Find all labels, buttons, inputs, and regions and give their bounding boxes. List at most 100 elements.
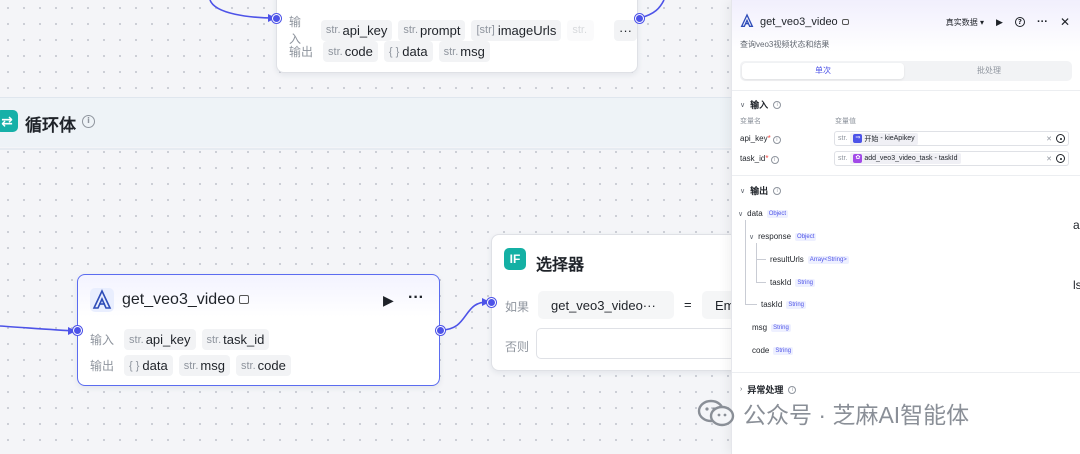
input-label: 输入 (90, 333, 115, 347)
condition-operator[interactable]: = (684, 297, 692, 312)
tree-line (756, 243, 757, 283)
input-port[interactable] (73, 326, 82, 335)
node-title: 选择器 (536, 257, 585, 274)
edge-text: ls (1073, 278, 1080, 292)
clear-icon[interactable]: ✕ (1046, 155, 1052, 163)
info-icon[interactable]: i (82, 115, 95, 128)
start-node-icon: ⇒ (853, 134, 863, 143)
output-label: 输出 (90, 359, 115, 373)
divider (732, 175, 1080, 176)
var-name: task_id* i (740, 154, 779, 164)
input-tag: str.prompt (398, 19, 466, 41)
more-icon[interactable]: ··· (1036, 16, 1048, 28)
edge-text: a (1073, 218, 1080, 232)
wechat-icon (697, 399, 735, 427)
tab-batch[interactable]: 批处理 (977, 66, 1001, 75)
info-icon[interactable]: i (772, 136, 781, 144)
input-tag: str.task_id (201, 329, 270, 350)
input-port[interactable] (272, 14, 281, 23)
tab-single[interactable]: 单次 (742, 63, 904, 79)
input-label: 输入 (289, 15, 302, 46)
more-inputs-button[interactable]: ··· (614, 19, 637, 41)
chevron-right-icon: › (740, 386, 743, 393)
panel-title: get_veo3_video (760, 16, 849, 28)
condition-left-input[interactable]: get_veo3_video··· (538, 291, 674, 319)
col-var-name: 变量名 (740, 118, 761, 125)
clear-icon[interactable]: ✕ (1046, 135, 1052, 143)
input-tag: str.api_key (124, 329, 196, 350)
top-node[interactable]: 输入 str.api_key str.prompt [str]imageUrls… (276, 0, 638, 73)
output-tag: { }data (124, 355, 173, 376)
plugin-logo-icon (90, 288, 114, 312)
chevron-down-icon: ∨ (749, 233, 755, 241)
tree-line (745, 304, 757, 305)
output-port[interactable] (436, 326, 445, 335)
info-icon[interactable]: i (770, 156, 779, 164)
input-tag: str.api_key (320, 19, 393, 41)
panel-subtitle: 查询veo3视频状态和结果 (740, 40, 830, 49)
tree-line (756, 259, 766, 260)
var-value-input[interactable]: str. ⇒开始 - kieApikey ✕ (834, 131, 1069, 146)
plugin-logo-icon (740, 13, 754, 27)
tree-line (745, 220, 746, 305)
run-icon[interactable]: ▶ (996, 16, 1003, 27)
node-detail-panel[interactable]: get_veo3_video 查询veo3视频状态和结果 真实数据 ▾ ▶ ? … (731, 0, 1080, 454)
loop-icon: ⇄ (0, 110, 18, 132)
output-tag: { }data (383, 41, 433, 62)
if-label: 如果 (505, 300, 530, 314)
watermark-text: 公众号 · 芝麻AI智能体 (743, 402, 970, 428)
info-icon[interactable]: i (773, 186, 782, 195)
chevron-down-icon: ∨ (738, 210, 744, 218)
variable-chip[interactable]: ✿add_veo3_video_task - taskId (850, 153, 961, 164)
if-icon: IF (504, 248, 526, 270)
divider (732, 90, 1080, 91)
get-veo3-video-node[interactable]: get_veo3_video ▶ ··· 输入 str.api_key str.… (77, 274, 440, 386)
output-label: 输出 (289, 45, 314, 59)
run-icon[interactable]: ▶ (383, 292, 394, 308)
plugin-badge-icon (238, 295, 249, 305)
input-tag: [str]imageUrls (471, 19, 562, 41)
variable-ref-icon[interactable] (1056, 154, 1065, 163)
output-section-header[interactable]: ∨ 输出 i (740, 184, 782, 197)
error-section-header[interactable]: › 异常处理 i (740, 383, 797, 396)
close-icon[interactable]: ✕ (1059, 15, 1070, 29)
tree-line (756, 282, 766, 283)
run-mode-tabs: 单次 批处理 (740, 61, 1072, 81)
help-icon[interactable]: ? (1014, 17, 1025, 27)
var-name: api_key* i (740, 134, 781, 144)
selector-node[interactable]: IF 选择器 如果 get_veo3_video··· = Em 否则 (491, 234, 752, 371)
input-section-header[interactable]: ∨ 输入 i (740, 98, 782, 111)
chevron-down-icon: ∨ (740, 187, 746, 195)
else-label: 否则 (505, 340, 530, 354)
loop-title: 循环体 (25, 116, 76, 135)
output-tag: str.msg (438, 41, 490, 62)
info-icon[interactable]: i (788, 385, 797, 394)
variable-chip[interactable]: ⇒开始 - kieApikey (850, 132, 918, 145)
input-port[interactable] (487, 298, 496, 307)
watermark: 公众号 · 芝麻AI智能体 (697, 396, 969, 430)
output-tag: str.code (235, 355, 291, 376)
var-value-input[interactable]: str. ✿add_veo3_video_task - taskId ✕ (834, 151, 1069, 166)
data-mode-select[interactable]: 真实数据 ▾ (945, 17, 985, 27)
node-title: get_veo3_video (122, 291, 249, 309)
variable-ref-icon[interactable] (1056, 134, 1065, 143)
more-icon[interactable]: ··· (408, 289, 424, 306)
else-box[interactable] (536, 328, 746, 359)
loop-header[interactable]: ⇄ 循环体 i (0, 97, 740, 150)
plugin-node-icon: ✿ (853, 154, 863, 163)
output-tag: str.code (323, 41, 378, 62)
input-tag: str. (567, 19, 594, 41)
col-var-value: 变量值 (835, 118, 856, 125)
output-port[interactable] (635, 14, 644, 23)
info-icon[interactable]: i (773, 100, 782, 109)
plugin-badge-icon (841, 19, 849, 26)
chevron-down-icon: ∨ (740, 101, 746, 109)
